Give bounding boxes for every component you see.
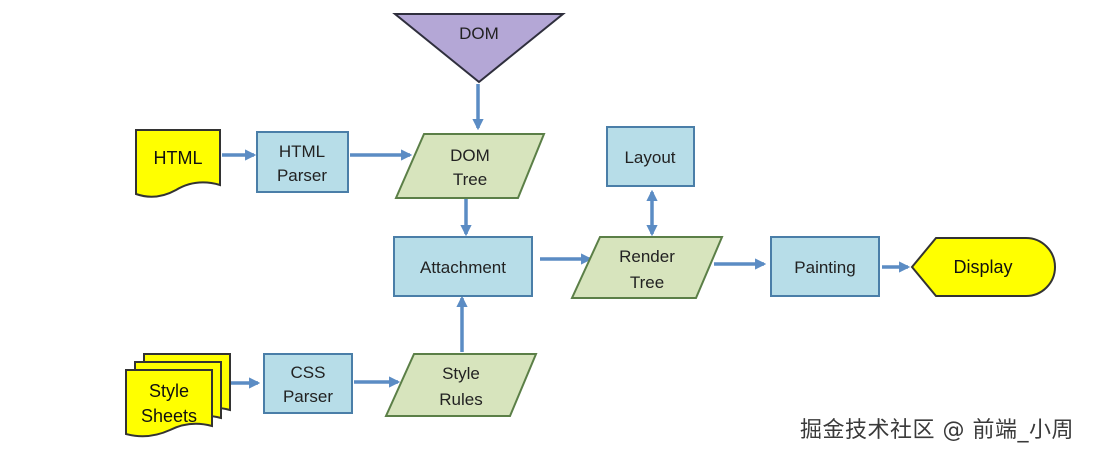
css-parser-line-2: Parser: [283, 387, 333, 406]
node-display: Display: [910, 237, 1056, 297]
html-document-shape: [135, 129, 221, 198]
node-dom: DOM: [392, 13, 566, 84]
style-rules-line-2: Rules: [439, 390, 482, 409]
css-parser-box: [263, 353, 353, 414]
dom-tree-line-2: Tree: [453, 170, 487, 189]
dom-label: DOM: [459, 24, 499, 43]
layout-box: [606, 126, 695, 187]
style-sheets-line-2: Sheets: [141, 406, 197, 426]
html-parser-line-2: Parser: [277, 166, 327, 185]
style-rules-parallelogram: [384, 353, 538, 417]
display-shape: [910, 237, 1056, 297]
watermark: 掘金技术社区 @ 前端_小周: [800, 418, 1074, 443]
render-tree-line-1: Render: [619, 247, 675, 266]
painting-box: [770, 236, 880, 297]
style-sheets-front-page: [125, 369, 213, 438]
node-style-sheets: Style Sheets: [125, 353, 231, 438]
display-label: Display: [953, 257, 1012, 277]
attachment-label: Attachment: [420, 258, 506, 277]
node-html-parser: HTML Parser: [256, 131, 349, 193]
html-parser-line-1: HTML: [279, 142, 325, 161]
node-render-tree: Render Tree: [570, 236, 724, 299]
dom-triangle: [392, 13, 566, 84]
css-parser-line-1: CSS: [291, 363, 326, 382]
html-parser-box: [256, 131, 349, 193]
render-tree-line-2: Tree: [630, 273, 664, 292]
dom-tree-parallelogram: [394, 133, 546, 199]
dom-tree-line-1: DOM: [450, 146, 490, 165]
node-painting: Painting: [770, 236, 880, 297]
node-css-parser: CSS Parser: [263, 353, 353, 414]
node-style-rules: Style Rules: [384, 353, 538, 417]
render-tree-parallelogram: [570, 236, 724, 299]
html-label: HTML: [154, 148, 203, 168]
node-dom-tree: DOM Tree: [394, 133, 546, 199]
node-layout: Layout: [606, 126, 695, 187]
edges: [222, 84, 911, 389]
node-html: HTML: [135, 129, 221, 198]
style-rules-line-1: Style: [442, 364, 480, 383]
style-sheets-line-1: Style: [149, 381, 189, 401]
attachment-box: [393, 236, 533, 297]
painting-label: Painting: [794, 258, 855, 277]
node-attachment: Attachment: [393, 236, 533, 297]
layout-label: Layout: [624, 148, 675, 167]
